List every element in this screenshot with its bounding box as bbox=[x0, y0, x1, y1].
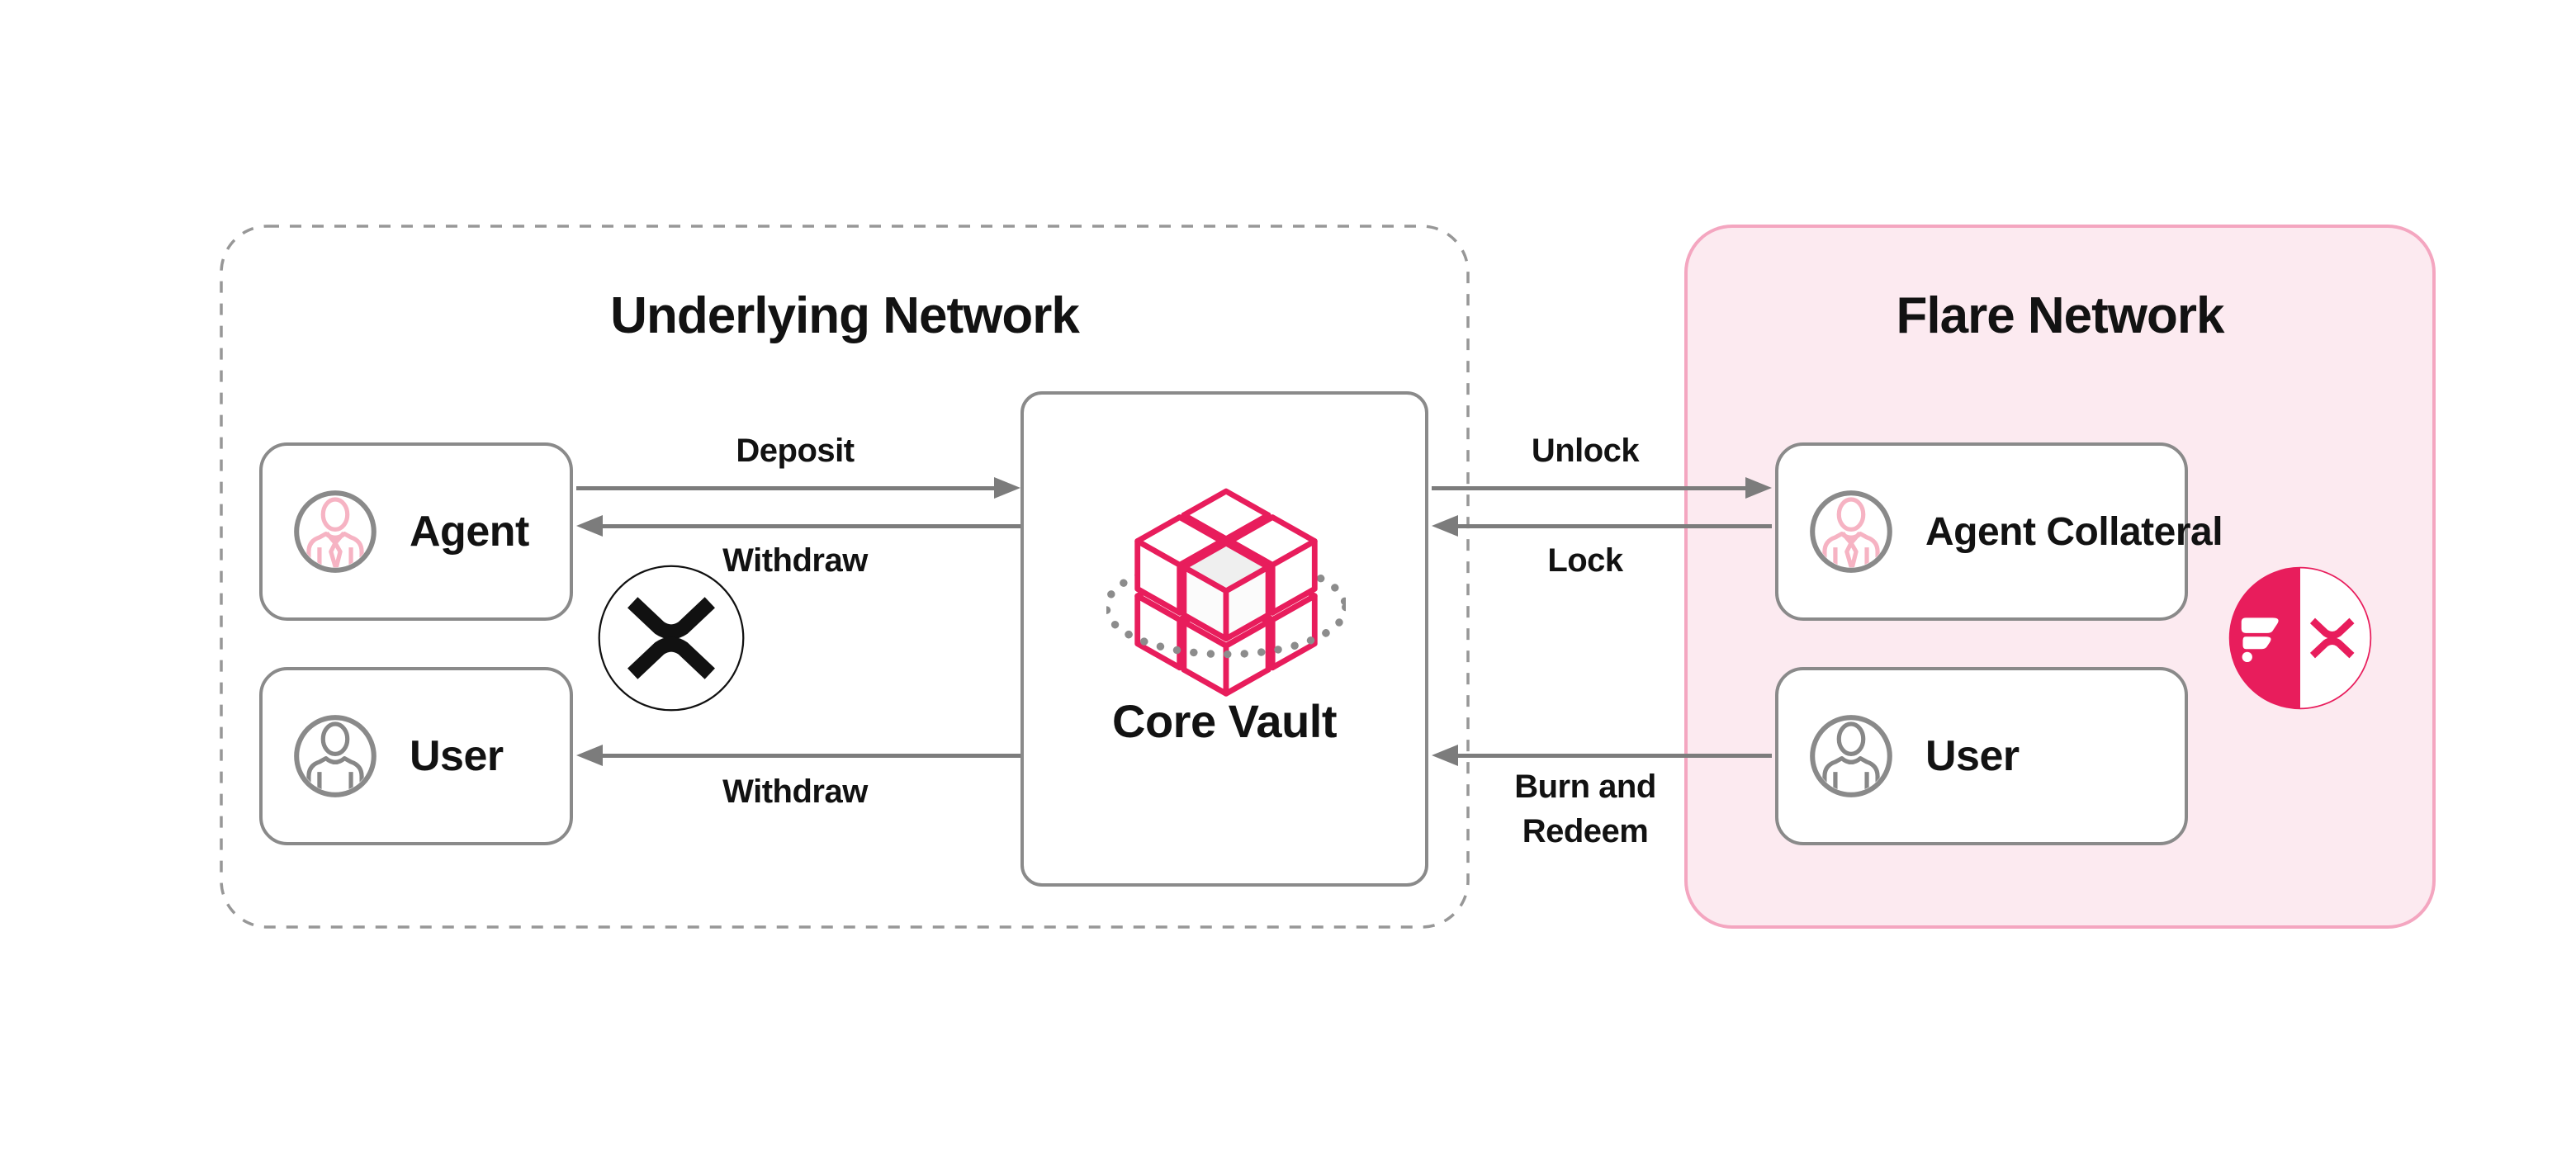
burn-redeem-label: Burn and Redeem bbox=[1514, 769, 1656, 849]
node-agent-label: Agent bbox=[410, 508, 529, 556]
withdraw-agent-arrow-line bbox=[601, 524, 1020, 528]
cubes-icon bbox=[1106, 488, 1346, 697]
person-tie-icon bbox=[294, 490, 376, 573]
lock-label: Lock bbox=[1547, 542, 1623, 579]
node-agent-collateral: Agent Collateral bbox=[1775, 442, 2223, 621]
lock-arrow-line bbox=[1456, 524, 1772, 528]
unlock-label: Unlock bbox=[1531, 433, 1640, 469]
xrp-icon bbox=[598, 565, 745, 712]
withdraw-user-label: Withdraw bbox=[722, 773, 868, 810]
flare-network-title: Flare Network bbox=[1896, 287, 2224, 344]
burn-redeem-arrow-line bbox=[1456, 754, 1772, 758]
deposit-label: Deposit bbox=[736, 433, 855, 469]
node-agent: Agent bbox=[259, 442, 573, 621]
node-user-underlying-label: User bbox=[410, 732, 504, 780]
unlock-arrow-line bbox=[1432, 486, 1747, 490]
person-icon bbox=[1810, 715, 1892, 797]
underlying-network-panel bbox=[220, 225, 1470, 929]
withdraw-user-arrowhead-icon bbox=[576, 745, 603, 766]
node-agent-collateral-label: Agent Collateral bbox=[1925, 509, 2223, 554]
node-user-flare-label: User bbox=[1925, 732, 2020, 780]
person-icon bbox=[294, 715, 376, 797]
withdraw-user-arrow-line bbox=[601, 754, 1020, 758]
flare-xrp-icon bbox=[2228, 566, 2372, 710]
deposit-arrow-line bbox=[576, 486, 996, 490]
unlock-arrowhead-icon bbox=[1745, 477, 1772, 499]
lock-arrowhead-icon bbox=[1432, 515, 1458, 537]
node-user-flare: User bbox=[1775, 667, 2188, 845]
burn-redeem-arrowhead-icon bbox=[1432, 745, 1458, 766]
withdraw-agent-arrowhead-icon bbox=[576, 515, 603, 537]
person-tie-icon bbox=[1810, 490, 1892, 573]
deposit-arrowhead-icon bbox=[994, 477, 1020, 499]
xrp-icon bbox=[2309, 617, 2355, 659]
flare-f-icon bbox=[2241, 617, 2279, 663]
underlying-network-title: Underlying Network bbox=[610, 287, 1080, 344]
node-user-underlying: User bbox=[259, 667, 573, 845]
withdraw-agent-label: Withdraw bbox=[722, 542, 868, 579]
node-core-vault-label: Core Vault bbox=[1112, 695, 1337, 747]
node-core-vault: Core Vault bbox=[1020, 391, 1428, 887]
